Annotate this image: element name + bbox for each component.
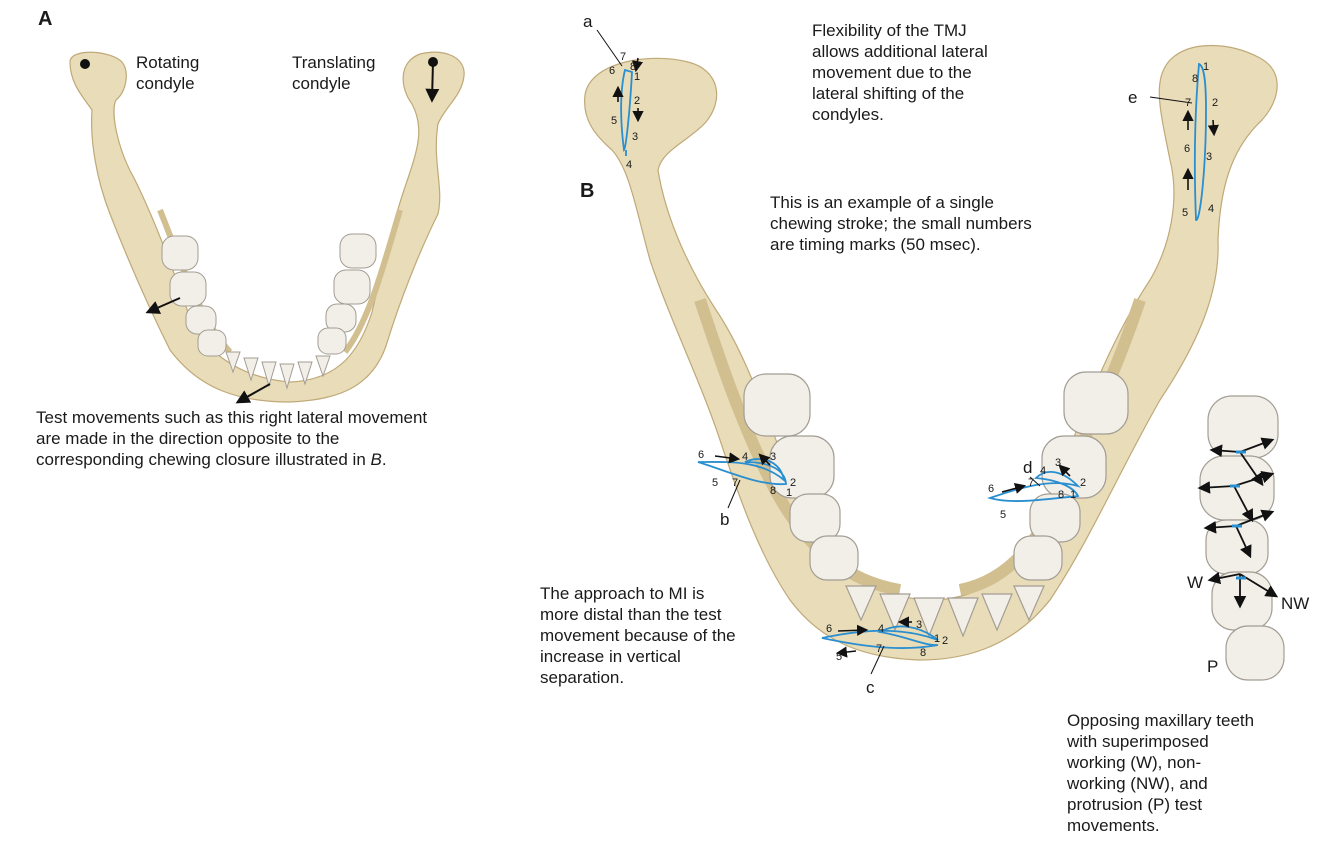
tm-b-8: 8 bbox=[770, 485, 776, 497]
tm-a-6: 6 bbox=[609, 65, 615, 77]
tm-c-5: 5 bbox=[836, 651, 842, 663]
tm-b-5: 5 bbox=[712, 477, 718, 489]
mandible-a bbox=[70, 52, 464, 402]
tm-c-8: 8 bbox=[920, 647, 926, 659]
tm-b-7: 7 bbox=[732, 477, 738, 489]
tm-a-8: 8 bbox=[630, 61, 636, 73]
tm-d-2: 2 bbox=[1080, 477, 1086, 489]
tm-b-3: 3 bbox=[770, 451, 776, 463]
tm-a-5: 5 bbox=[611, 115, 617, 127]
tm-e-4: 4 bbox=[1208, 203, 1214, 215]
tm-a-7: 7 bbox=[620, 51, 626, 63]
tm-a-3: 3 bbox=[632, 131, 638, 143]
tm-e-6: 6 bbox=[1184, 143, 1190, 155]
tm-e-1: 1 bbox=[1203, 61, 1209, 73]
tm-e-7: 7 bbox=[1185, 97, 1191, 109]
rotating-condyle-dot bbox=[80, 59, 90, 69]
tm-d-6: 6 bbox=[988, 483, 994, 495]
tm-d-5: 5 bbox=[1000, 509, 1006, 521]
tm-e-8: 8 bbox=[1192, 73, 1198, 85]
tm-d-4: 4 bbox=[1040, 465, 1046, 477]
tm-d-7: 7 bbox=[1028, 477, 1034, 489]
tm-d-3: 3 bbox=[1055, 457, 1061, 469]
tm-c-7: 7 bbox=[876, 643, 882, 655]
tm-c-2: 2 bbox=[942, 635, 948, 647]
tm-a-4: 4 bbox=[626, 159, 632, 171]
tm-d-8: 8 bbox=[1058, 489, 1064, 501]
tm-d-1: 1 bbox=[1070, 489, 1076, 501]
tm-c-3: 3 bbox=[916, 619, 922, 631]
condyle-translation-arrow bbox=[432, 62, 433, 100]
tm-c-1: 1 bbox=[934, 633, 940, 645]
tm-e-3: 3 bbox=[1206, 151, 1212, 163]
tm-b-4: 4 bbox=[742, 451, 748, 463]
mandible-b bbox=[585, 46, 1278, 661]
tm-b-2: 2 bbox=[790, 477, 796, 489]
tm-b-6: 6 bbox=[698, 449, 704, 461]
tm-c-6: 6 bbox=[826, 623, 832, 635]
tm-c-4: 4 bbox=[878, 623, 884, 635]
tm-e-5: 5 bbox=[1182, 207, 1188, 219]
tm-a-2: 2 bbox=[634, 95, 640, 107]
tm-e-2: 2 bbox=[1212, 97, 1218, 109]
